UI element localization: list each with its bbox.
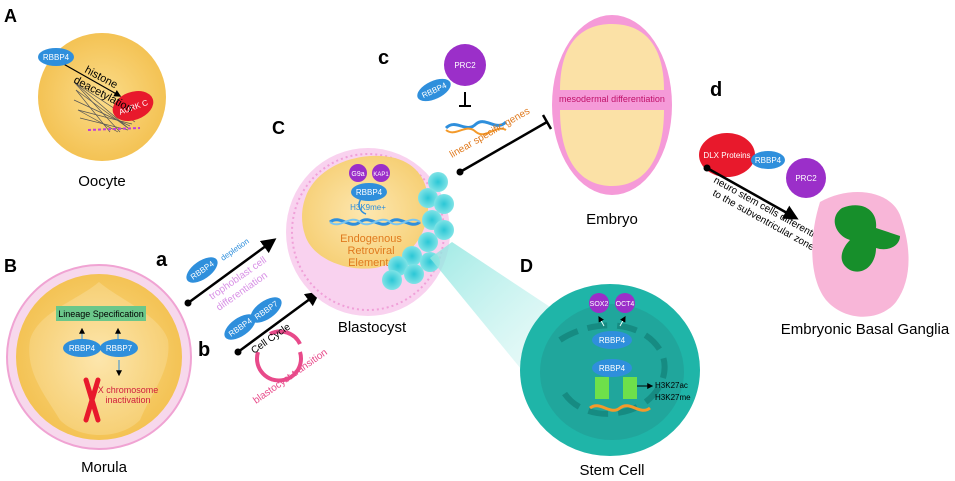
morula-title: Morula: [81, 459, 128, 476]
arrow-d: DLX Proteins RBBP4 PRC2 neuro stem cells…: [699, 133, 829, 253]
panel-label-d: d: [710, 79, 722, 101]
stem-oct4-label: OCT4: [616, 301, 635, 308]
arrow-c-genes-label: linear specific genes: [448, 106, 532, 161]
embryo-mesoderm-label: mesodermal differentiation: [559, 94, 665, 104]
oocyte-title: Oocyte: [78, 173, 126, 190]
basal-ganglia-title: Embryonic Basal Ganglia: [781, 321, 950, 338]
stem-h3k27ac-label: H3K27ac: [655, 381, 688, 390]
blastocyst-erv-line1: Endogenous: [340, 233, 402, 245]
panel-label-c: c: [378, 47, 389, 69]
stem-cell: SOX2 OCT4 RBBP4 RBBP4 H3K27ac H3K27me: [520, 284, 700, 456]
blastocyst-g9a-label: G9a: [351, 171, 364, 178]
cell-cycle-icon: [255, 351, 303, 383]
stem-cell-title: Stem Cell: [579, 462, 644, 479]
stem-h3k27me-label: H3K27me: [655, 393, 691, 402]
blastocyst-erv-line3: Elements: [348, 257, 394, 269]
panel-label-A: A: [4, 6, 17, 26]
panel-label-B: B: [4, 256, 17, 276]
panel-label-b: b: [198, 339, 210, 361]
arrow-c: PRC2 RBBP4 linear specific genes: [417, 44, 553, 176]
morula-rbbp7-label: RBBP7: [106, 344, 133, 353]
basal-ganglia: [812, 192, 909, 317]
morula-cell: Lineage Specification RBBP4 RBBP7 X chro…: [6, 264, 192, 450]
panel-label-D: D: [520, 256, 533, 276]
stem-gene-icon: [589, 404, 651, 412]
chromosome-crosses: [87, 127, 141, 131]
arrow-c-gene-icon: [444, 120, 508, 130]
arrow-b-transition-label: blastocyst transition: [251, 347, 329, 406]
stem-rbbp4-top-label: RBBP4: [599, 336, 626, 345]
blastocyst-erv-line2: Retroviral: [347, 245, 394, 257]
stem-sox2-label: SOX2: [590, 301, 609, 308]
oocyte-cell: RBBP4 AURK C histone deacetylation: [38, 33, 166, 161]
blastocyst-h3k9-label: H3K9me+: [350, 203, 386, 212]
morula-x-line1: X chromosome: [98, 385, 159, 395]
arrow-d-dlx-label: DLX Proteins: [703, 151, 750, 160]
x-chromosome-icon: [83, 377, 101, 423]
morula-x-line2: inactivation: [105, 395, 150, 405]
blastocyst-cell: G9a KAP1 RBBP4 H3K9me+ Endogenous Retrov…: [286, 148, 454, 316]
blastocyst-rbbp4-label: RBBP4: [356, 188, 383, 197]
embryo-title: Embryo: [586, 211, 638, 228]
arrow-b: RBBP4 RBBP7 Cell Cycle blastocyst transi…: [224, 291, 330, 406]
morula-lineage-label: Lineage Specification: [58, 309, 144, 319]
arrow-d-prc2-label: PRC2: [795, 174, 817, 183]
panel-label-a: a: [156, 249, 168, 271]
arrow-a-depletion-label: depletion: [219, 237, 251, 263]
oocyte-rbbp4-label: RBBP4: [43, 53, 70, 62]
arrow-c-prc2-label: PRC2: [454, 61, 476, 70]
stem-rbbp4-bottom-label: RBBP4: [599, 364, 626, 373]
arrow-a: RBBP4 depletion trophoblast cell differe…: [184, 237, 277, 313]
inner-cell-mass: [382, 172, 454, 290]
blastocyst-kap1-label: KAP1: [373, 172, 389, 178]
embryo-cell: mesodermal differentiation: [552, 15, 672, 195]
blastocyst-title: Blastocyst: [338, 319, 407, 336]
arrow-d-rbbp4-label: RBBP4: [755, 156, 782, 165]
panel-label-C: C: [272, 118, 285, 138]
morula-rbbp4-label: RBBP4: [69, 344, 96, 353]
